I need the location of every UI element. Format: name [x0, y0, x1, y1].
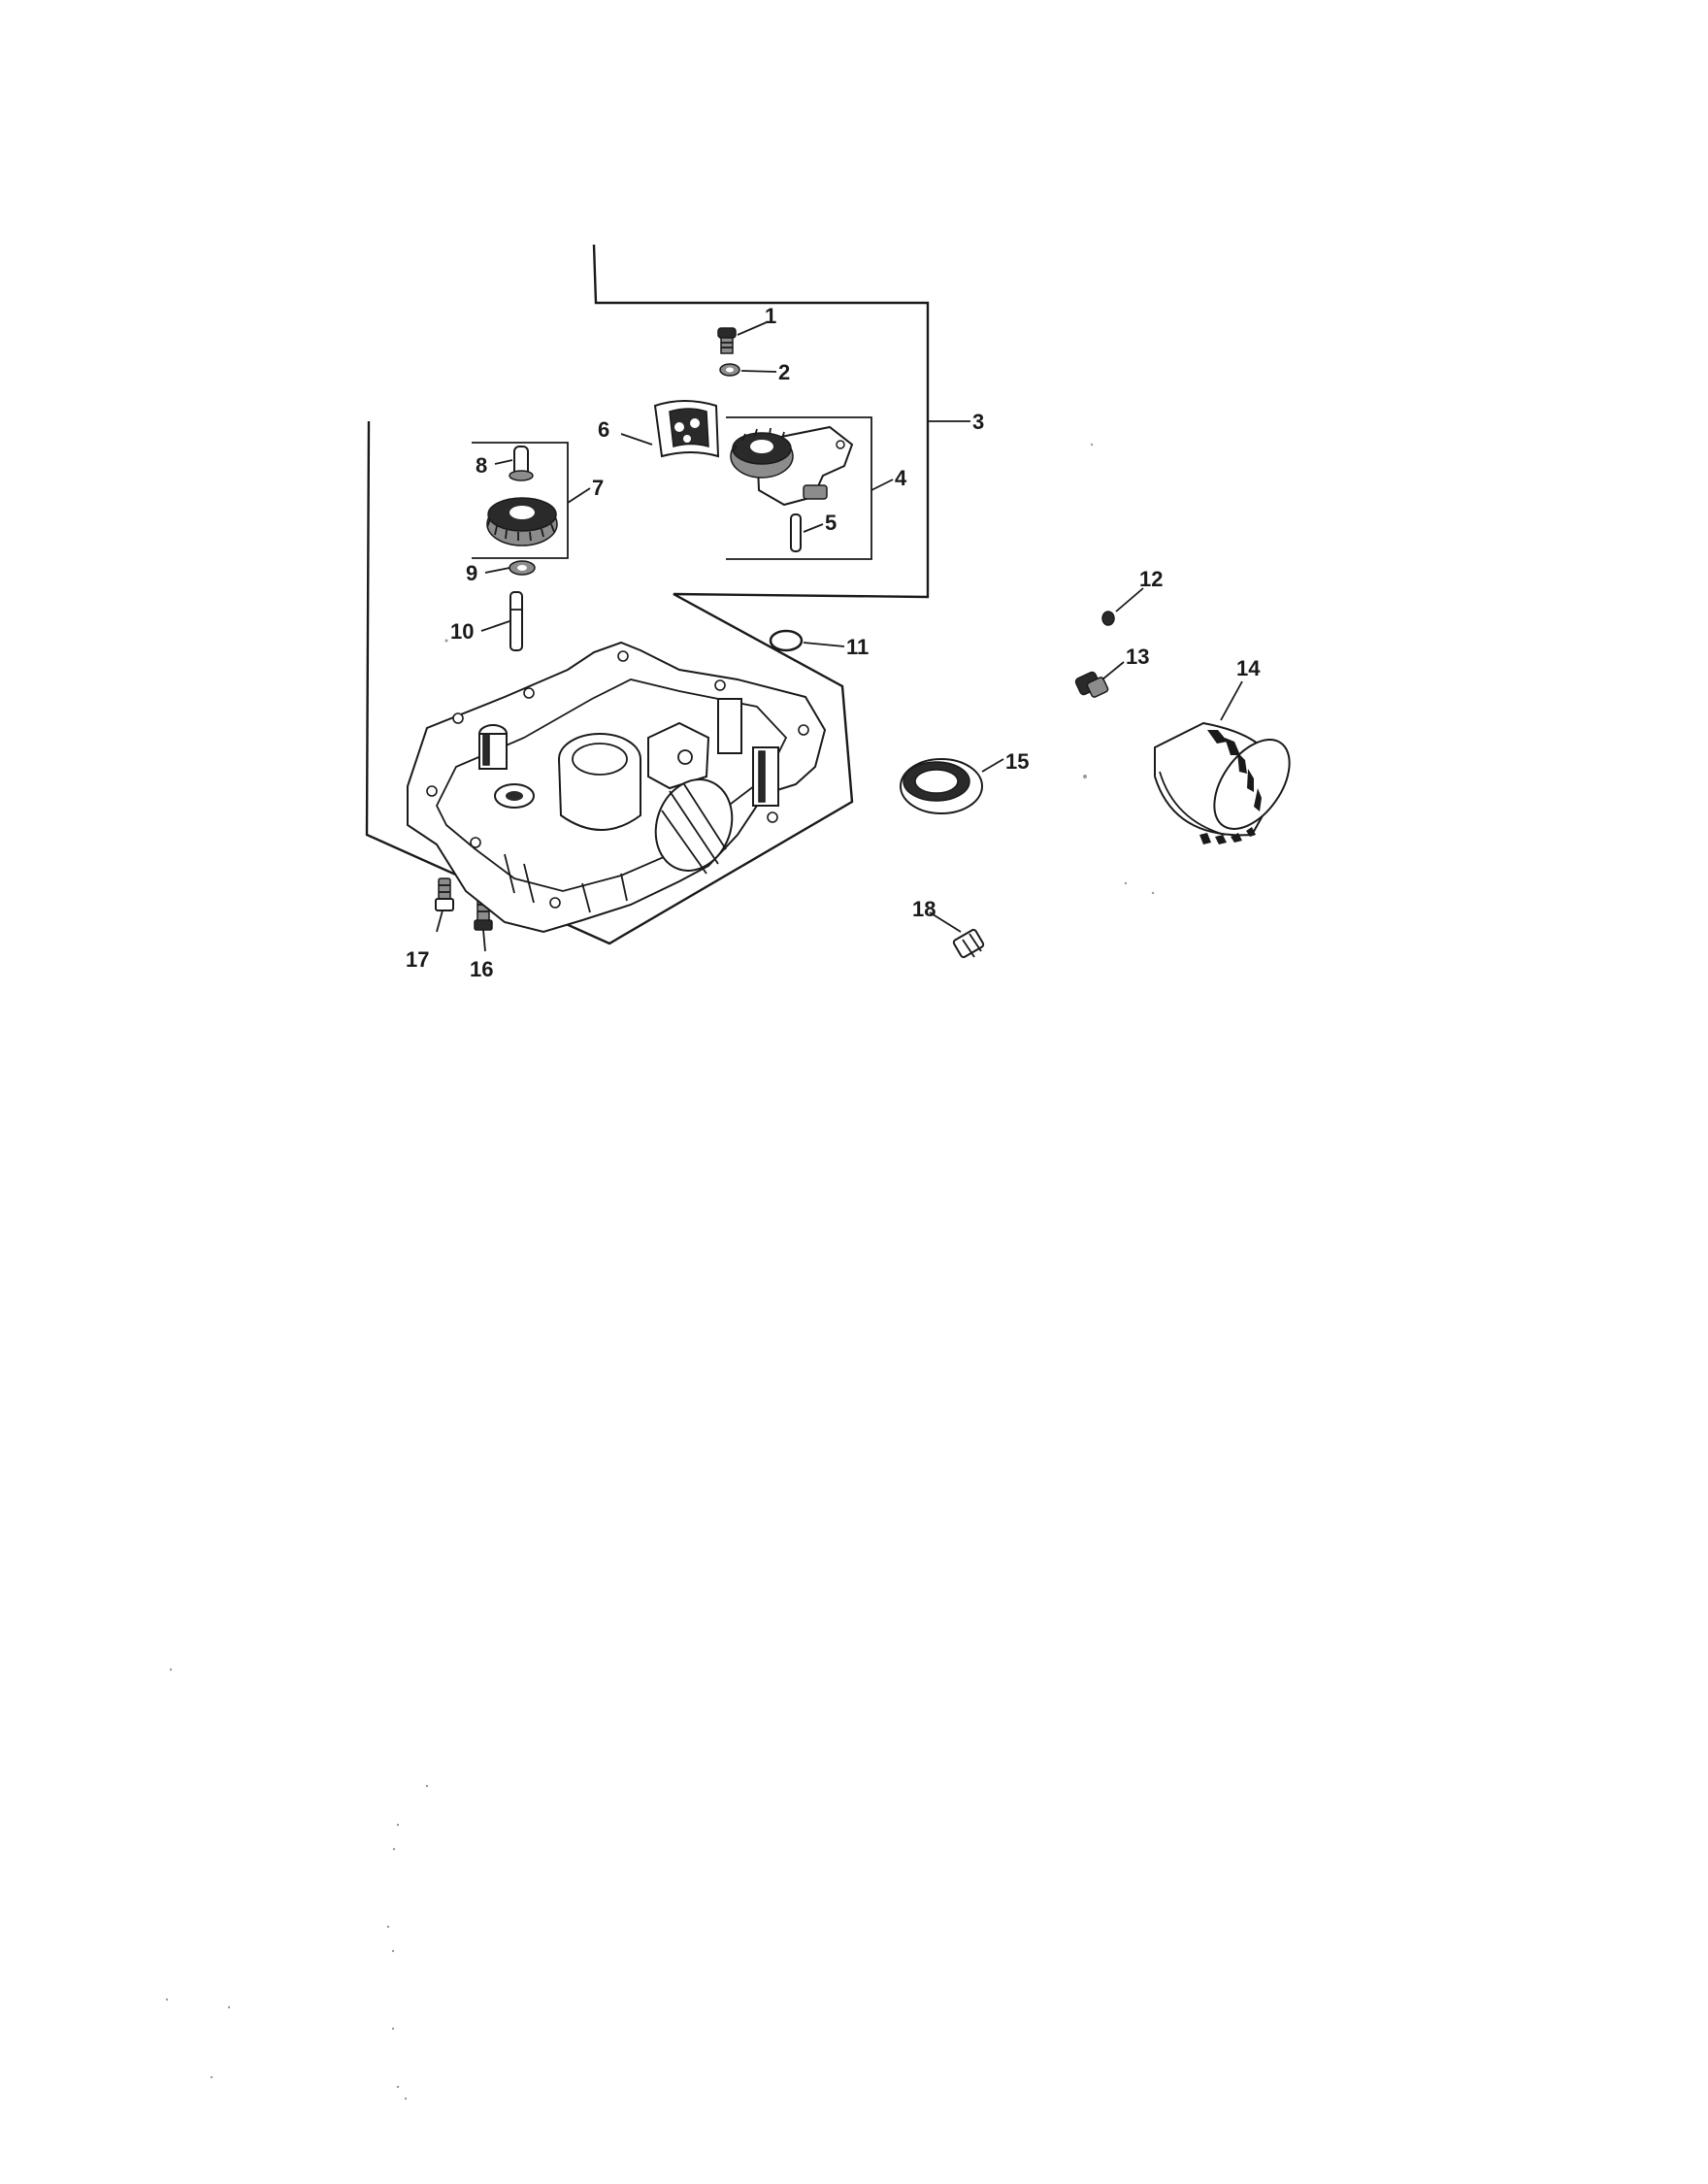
washer-icon [719, 363, 740, 377]
oil-filter-icon [1154, 721, 1291, 844]
gear-icon [486, 497, 558, 546]
callout-15: 15 [1005, 749, 1029, 774]
callout-7: 7 [592, 476, 604, 500]
fitting-icon [952, 928, 985, 959]
callout-13: 13 [1126, 645, 1149, 669]
callout-12: 12 [1139, 567, 1163, 591]
callout-11: 11 [846, 635, 869, 659]
drain-plug-icon [1074, 671, 1109, 698]
plug-icon [1101, 611, 1115, 626]
shaft-pin-icon [509, 446, 534, 481]
bolt-icon [435, 877, 454, 911]
callout-2: 2 [778, 360, 790, 384]
callout-17: 17 [406, 947, 429, 972]
callout-5: 5 [825, 511, 837, 535]
callout-18: 18 [912, 897, 936, 921]
callout-3: 3 [972, 410, 984, 434]
callout-6: 6 [598, 417, 609, 442]
callout-8: 8 [476, 453, 487, 478]
callout-10: 10 [450, 619, 474, 644]
screw-icon [717, 327, 737, 354]
callout-16: 16 [470, 957, 493, 981]
oil-seal-icon [900, 758, 983, 814]
bearing-icon [653, 400, 720, 458]
oil-pump-assembly-icon [730, 425, 854, 507]
o-ring-icon [769, 629, 804, 652]
pin-icon [790, 513, 802, 552]
callout-9: 9 [466, 561, 477, 585]
shaft-pin-icon [509, 591, 523, 651]
closure-plate-icon [407, 641, 827, 934]
scan-artifacts [165, 443, 1155, 2101]
washer-icon [509, 560, 536, 576]
leader-lines [436, 321, 1243, 952]
callout-labels: 1 2 3 4 5 6 7 8 9 10 11 12 13 14 15 16 1… [406, 304, 1261, 981]
callout-4: 4 [895, 466, 907, 490]
callout-14: 14 [1236, 656, 1261, 680]
callout-1: 1 [765, 304, 776, 328]
